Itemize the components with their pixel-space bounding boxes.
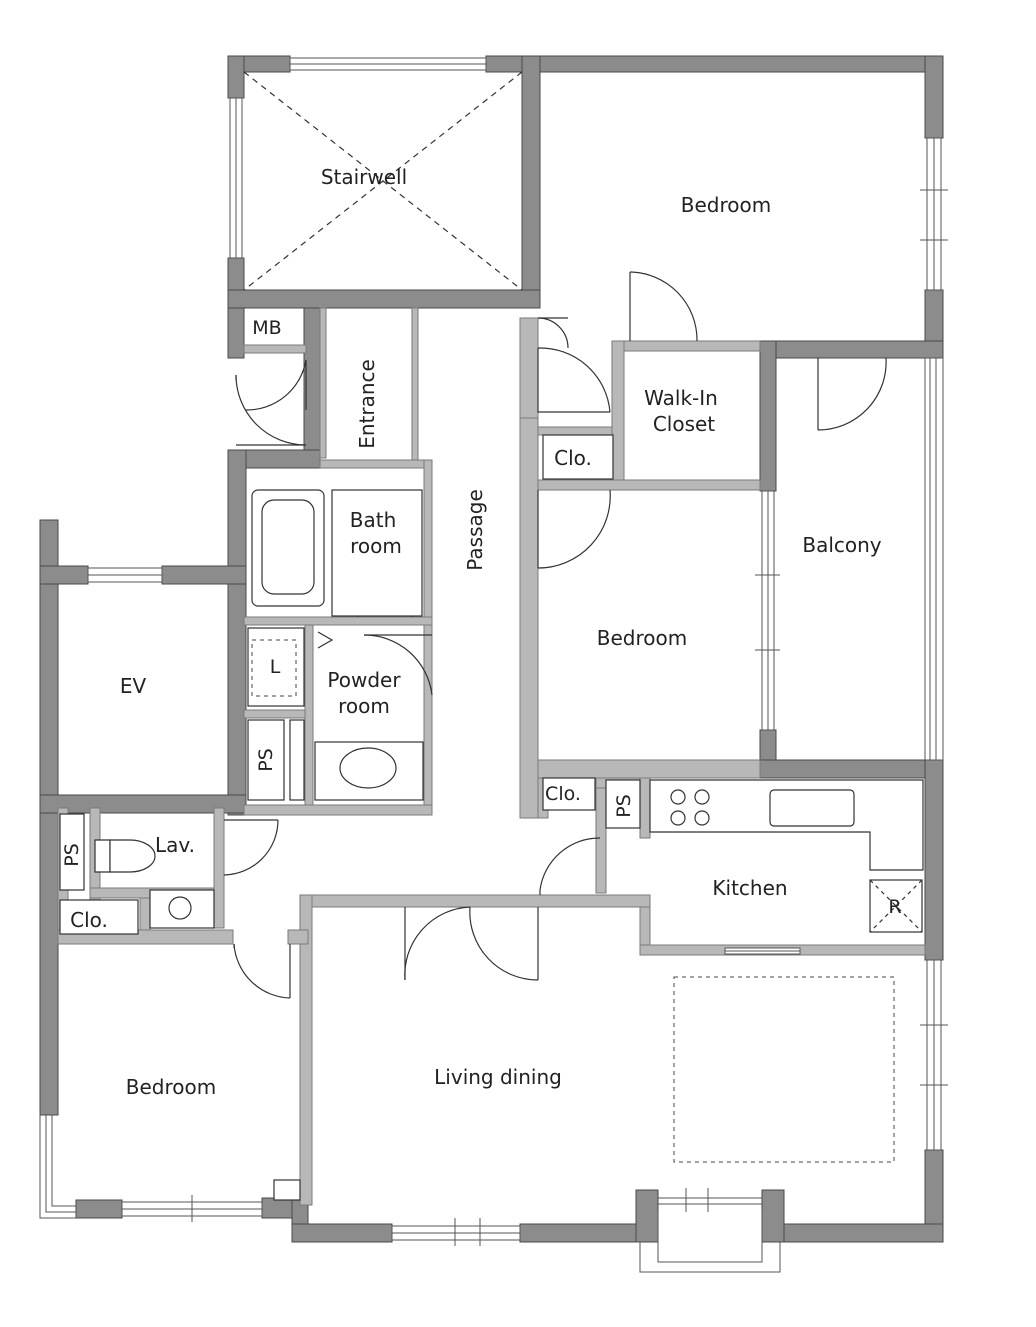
label-living-dining: Living dining — [434, 1065, 562, 1089]
label-kitchen: Kitchen — [712, 876, 787, 900]
label-walk-in-1: Walk-In — [644, 386, 718, 410]
label-bedroom-mid: Bedroom — [597, 626, 687, 650]
label-stairwell: Stairwell — [321, 165, 407, 189]
label-clo-lower: Clo. — [70, 908, 108, 932]
label-clo-mid: Clo. — [545, 783, 581, 805]
label-ps-left: PS — [255, 748, 277, 772]
room-labels: Stairwell Bedroom MB Entrance Passage Wa… — [61, 165, 902, 1099]
label-r-mark: R — [888, 896, 901, 918]
label-clo-upper: Clo. — [554, 446, 592, 470]
label-ps-lav: PS — [61, 843, 83, 867]
label-powder-2: room — [338, 694, 390, 718]
label-bath-1: Bath — [350, 508, 397, 532]
label-ps-kitchen: PS — [613, 794, 635, 818]
label-bath-2: room — [350, 534, 402, 558]
label-bedroom-top: Bedroom — [681, 193, 771, 217]
label-bedroom-bottom: Bedroom — [126, 1075, 216, 1099]
label-entrance: Entrance — [355, 359, 379, 449]
windows — [39, 57, 948, 1273]
label-ev: EV — [120, 674, 147, 698]
label-balcony: Balcony — [802, 533, 881, 557]
label-mb: MB — [252, 317, 281, 339]
label-passage: Passage — [463, 489, 487, 571]
label-lav: Lav. — [155, 833, 195, 857]
label-walk-in-2: Closet — [653, 412, 715, 436]
exterior-walls — [39, 55, 944, 1243]
label-powder-1: Powder — [327, 668, 401, 692]
doors — [223, 271, 887, 999]
fixtures — [59, 71, 924, 1201]
label-l-mark: L — [270, 656, 281, 678]
